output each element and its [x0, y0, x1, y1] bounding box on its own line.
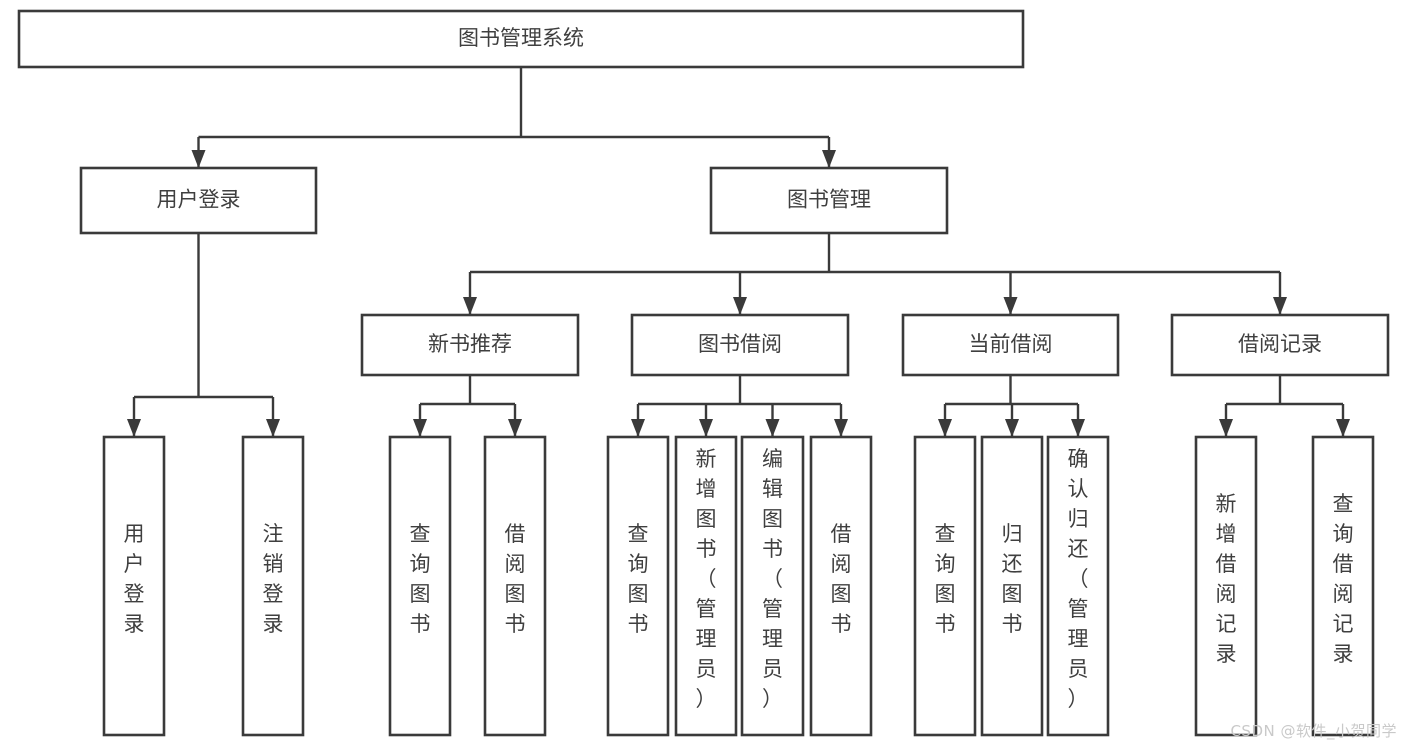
- node-user-login[interactable]: 用户登录: [79, 166, 318, 235]
- arrow-head-icon: [834, 419, 848, 437]
- arrow-head-icon: [413, 419, 427, 437]
- node-label-new-book-recommend: 新书推荐: [428, 332, 512, 356]
- node-label-book-borrow: 图书借阅: [698, 332, 782, 356]
- node-box-add-book-admin: [674, 435, 738, 737]
- node-box-return-book: [980, 435, 1044, 737]
- node-box-edit-book-admin: [740, 435, 805, 737]
- node-label-query-borrow-record: 查询借阅记录: [1333, 492, 1354, 666]
- node-add-book-admin[interactable]: 新增图书（管理员）: [674, 435, 738, 737]
- node-edit-book-admin[interactable]: 编辑图书（管理员）: [740, 435, 805, 737]
- node-new-book-recommend[interactable]: 新书推荐: [360, 313, 580, 377]
- node-box-borrow-book-1: [483, 435, 547, 737]
- node-root[interactable]: 图书管理系统: [17, 9, 1025, 69]
- arrow-head-icon: [699, 419, 713, 437]
- arrow-head-icon: [463, 297, 477, 315]
- node-book-management[interactable]: 图书管理: [709, 166, 949, 235]
- node-box-query-borrow-record: [1311, 435, 1375, 737]
- node-label-book-management: 图书管理: [787, 188, 871, 212]
- node-box-user-login: [79, 166, 318, 235]
- node-label-root: 图书管理系统: [458, 26, 584, 50]
- node-box-borrow-record: [1170, 313, 1390, 377]
- arrow-head-icon: [191, 150, 206, 168]
- node-label-confirm-return-admin: 确认归还（管理员）: [1068, 447, 1089, 711]
- node-box-query-book-2: [606, 435, 670, 737]
- node-return-book[interactable]: 归还图书: [980, 435, 1044, 737]
- arrow-head-icon: [1071, 419, 1085, 437]
- arrow-head-icon: [1005, 419, 1019, 437]
- arrow-head-icon: [765, 419, 780, 437]
- node-label-edit-book-admin: 编辑图书（管理员）: [762, 447, 783, 711]
- node-borrow-record[interactable]: 借阅记录: [1170, 313, 1390, 377]
- node-query-book-3[interactable]: 查询图书: [913, 435, 977, 737]
- node-query-book-1[interactable]: 查询图书: [388, 435, 452, 737]
- node-label-current-borrow: 当前借阅: [969, 332, 1053, 356]
- arrow-head-icon: [127, 419, 141, 437]
- arrow-head-icon: [1219, 419, 1233, 437]
- arrow-head-icon: [508, 419, 522, 437]
- node-label-borrow-book-1: 借阅图书: [505, 522, 526, 636]
- node-box-current-borrow: [901, 313, 1120, 377]
- node-box-add-borrow-record: [1194, 435, 1258, 737]
- node-box-root: [17, 9, 1025, 69]
- node-query-book-2[interactable]: 查询图书: [606, 435, 670, 737]
- arrow-head-icon: [938, 419, 952, 437]
- node-label-user-login: 用户登录: [157, 188, 241, 212]
- node-label-user-login-do: 用户登录: [124, 522, 145, 636]
- node-box-query-book-1: [388, 435, 452, 737]
- node-book-borrow[interactable]: 图书借阅: [630, 313, 850, 377]
- arrow-head-icon: [733, 297, 747, 315]
- node-box-borrow-book-2: [809, 435, 873, 737]
- node-box-new-book-recommend: [360, 313, 580, 377]
- node-current-borrow[interactable]: 当前借阅: [901, 313, 1120, 377]
- node-box-book-borrow: [630, 313, 850, 377]
- arrow-head-icon: [1003, 297, 1018, 315]
- node-label-borrow-record: 借阅记录: [1238, 332, 1322, 356]
- node-query-borrow-record[interactable]: 查询借阅记录: [1311, 435, 1375, 737]
- node-add-borrow-record[interactable]: 新增借阅记录: [1194, 435, 1258, 737]
- node-layer: 图书管理系统用户登录用户登录注销登录图书管理新书推荐查询图书借阅图书图书借阅查询…: [17, 9, 1390, 737]
- node-borrow-book-2[interactable]: 借阅图书: [809, 435, 873, 737]
- node-box-query-book-3: [913, 435, 977, 737]
- node-label-query-book-1: 查询图书: [410, 522, 431, 636]
- node-label-return-book: 归还图书: [1002, 522, 1023, 636]
- node-box-user-logout: [241, 435, 305, 737]
- node-label-borrow-book-2: 借阅图书: [831, 522, 852, 636]
- node-label-add-book-admin: 新增图书（管理员）: [696, 447, 717, 711]
- node-label-query-book-3: 查询图书: [935, 522, 956, 636]
- node-box-book-management: [709, 166, 949, 235]
- arrow-head-icon: [1336, 419, 1350, 437]
- arrow-head-icon: [1273, 297, 1287, 315]
- arrow-head-icon: [822, 150, 836, 168]
- node-user-login-do[interactable]: 用户登录: [102, 435, 166, 737]
- node-user-logout[interactable]: 注销登录: [241, 435, 305, 737]
- node-label-user-logout: 注销登录: [263, 522, 284, 636]
- node-box-user-login-do: [102, 435, 166, 737]
- node-label-query-book-2: 查询图书: [628, 522, 649, 636]
- node-confirm-return-admin[interactable]: 确认归还（管理员）: [1046, 435, 1110, 737]
- node-borrow-book-1[interactable]: 借阅图书: [483, 435, 547, 737]
- arrow-head-icon: [266, 419, 280, 437]
- connector-layer: [127, 67, 1350, 437]
- arrow-head-icon: [631, 419, 645, 437]
- node-label-add-borrow-record: 新增借阅记录: [1216, 492, 1237, 666]
- node-box-confirm-return-admin: [1046, 435, 1110, 737]
